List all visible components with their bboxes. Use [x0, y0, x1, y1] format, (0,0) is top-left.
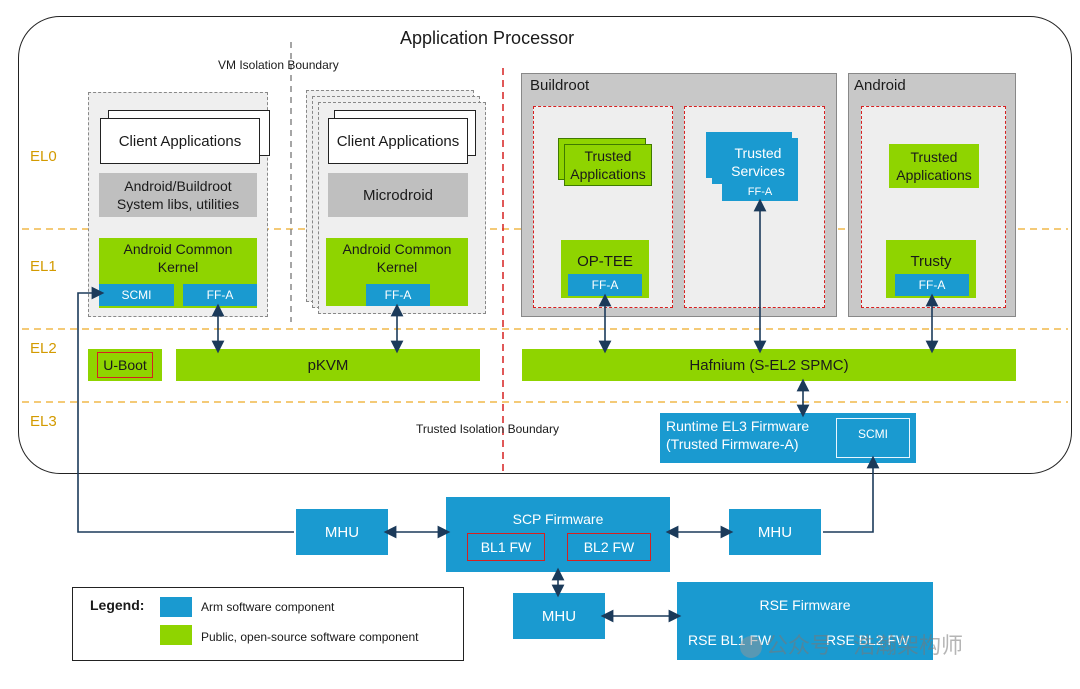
watermark: 公众号 · 浩瀚架构师: [740, 628, 963, 660]
legend-arm-swatch: [160, 597, 192, 617]
legend: [72, 587, 464, 661]
vm2-android-common-kernel: Android Common Kernel: [326, 238, 468, 306]
el3-label: EL3: [30, 413, 57, 430]
optee-label: OP-TEE: [577, 253, 633, 270]
vm1-system-libs-label: Android/Buildroot System libs, utilities: [116, 178, 240, 212]
scp-bl2-fw: BL2 FW: [567, 533, 651, 561]
legend-open-source-swatch: [160, 625, 192, 645]
scp-bl1-fw: BL1 FW: [467, 533, 545, 561]
trusted-services: Trusted Services: [718, 144, 798, 182]
vm1-kernel-label: Android Common Kernel: [123, 241, 233, 275]
mhu-right: MHU: [729, 509, 821, 555]
vm2-ffa-label: FF-A: [384, 288, 412, 302]
vm2-microdroid: Microdroid: [328, 173, 468, 217]
vm1-client-applications-label: Client Applications: [118, 132, 242, 150]
trusty-ffa-label: FF-A: [918, 278, 946, 292]
mhu-bottom: MHU: [513, 593, 605, 639]
trusty-ffa: FF-A: [895, 274, 969, 296]
watermark-text: 公众号 · 浩瀚架构师: [766, 634, 963, 659]
rse-bl2-fw-label: RSE BL2 FW: [826, 632, 910, 648]
el1-label: EL1: [30, 258, 57, 275]
runtime-scmi-label: SCMI: [858, 427, 888, 441]
mhu-left-label: MHU: [324, 523, 360, 541]
hafnium-block: Hafnium (S-EL2 SPMC): [522, 349, 1016, 381]
scp-bl1-fw-label: BL1 FW: [480, 539, 532, 555]
mhu-left: MHU: [296, 509, 388, 555]
android-trusted-applications: Trusted Applications: [889, 144, 979, 188]
vm2-client-applications: Client Applications: [328, 118, 468, 164]
vm1-scmi-label: SCMI: [121, 288, 152, 302]
uboot-label: U-Boot: [97, 352, 153, 378]
trusted-services-ffa: FF-A: [722, 183, 798, 201]
scp-bl2-fw-label: BL2 FW: [583, 539, 635, 555]
application-processor-frame: [18, 16, 1072, 474]
vm2-microdroid-label: Microdroid: [362, 186, 434, 204]
optee-ffa: FF-A: [568, 274, 642, 296]
trusty-label: Trusty: [910, 253, 952, 270]
vm2-ffa: FF-A: [366, 284, 430, 306]
runtime-scmi: SCMI: [836, 418, 910, 458]
mhu-bottom-label: MHU: [541, 607, 577, 625]
el2-label: EL2: [30, 340, 57, 357]
trusted-services-ffa-label: FF-A: [747, 186, 773, 198]
buildroot-title: Buildroot: [530, 77, 590, 94]
rse-firmware-title: RSE Firmware: [759, 597, 851, 613]
legend-arm-label: Arm software component: [201, 600, 335, 614]
optee-ffa-label: FF-A: [591, 278, 619, 292]
watermark-icon: [740, 636, 762, 658]
pkvm-label: pKVM: [307, 356, 349, 374]
mhu-right-label: MHU: [757, 523, 793, 541]
buildroot-trusted-applications: Trusted Applications: [564, 144, 652, 186]
application-processor-title: Application Processor: [400, 28, 575, 48]
legend-title: Legend:: [90, 597, 145, 613]
trusted-isolation-boundary-label: Trusted Isolation Boundary: [416, 422, 559, 436]
pkvm-block: pKVM: [176, 349, 480, 381]
runtime-el3-firmware-label: Runtime EL3 Firmware (Trusted Firmware-A…: [666, 418, 810, 452]
vm2-client-applications-label: Client Applications: [336, 132, 460, 150]
vm1-ffa-label: FF-A: [206, 288, 234, 302]
buildroot-trusted-apps-label: Trusted Applications: [570, 148, 646, 182]
el0-label: EL0: [30, 148, 57, 165]
vm1-system-libs: Android/Buildroot System libs, utilities: [99, 173, 257, 217]
android-trusted-apps-label: Trusted Applications: [896, 149, 972, 183]
vm1-ffa: FF-A: [183, 284, 257, 306]
scp-firmware-title: SCP Firmware: [512, 511, 604, 527]
vm1-scmi: SCMI: [99, 284, 174, 306]
android-title: Android: [854, 77, 906, 94]
scp-firmware: [446, 497, 670, 572]
vm-isolation-boundary-label: VM Isolation Boundary: [218, 58, 339, 72]
legend-open-source-label: Public, open-source software component: [201, 630, 419, 644]
vm1-client-applications: Client Applications: [100, 118, 260, 164]
hafnium-label: Hafnium (S-EL2 SPMC): [689, 356, 849, 374]
trusted-services-label: Trusted Services: [731, 145, 785, 179]
uboot-block: U-Boot: [88, 349, 162, 381]
vm2-kernel-label: Android Common Kernel: [342, 241, 452, 275]
rse-firmware: [677, 582, 933, 660]
